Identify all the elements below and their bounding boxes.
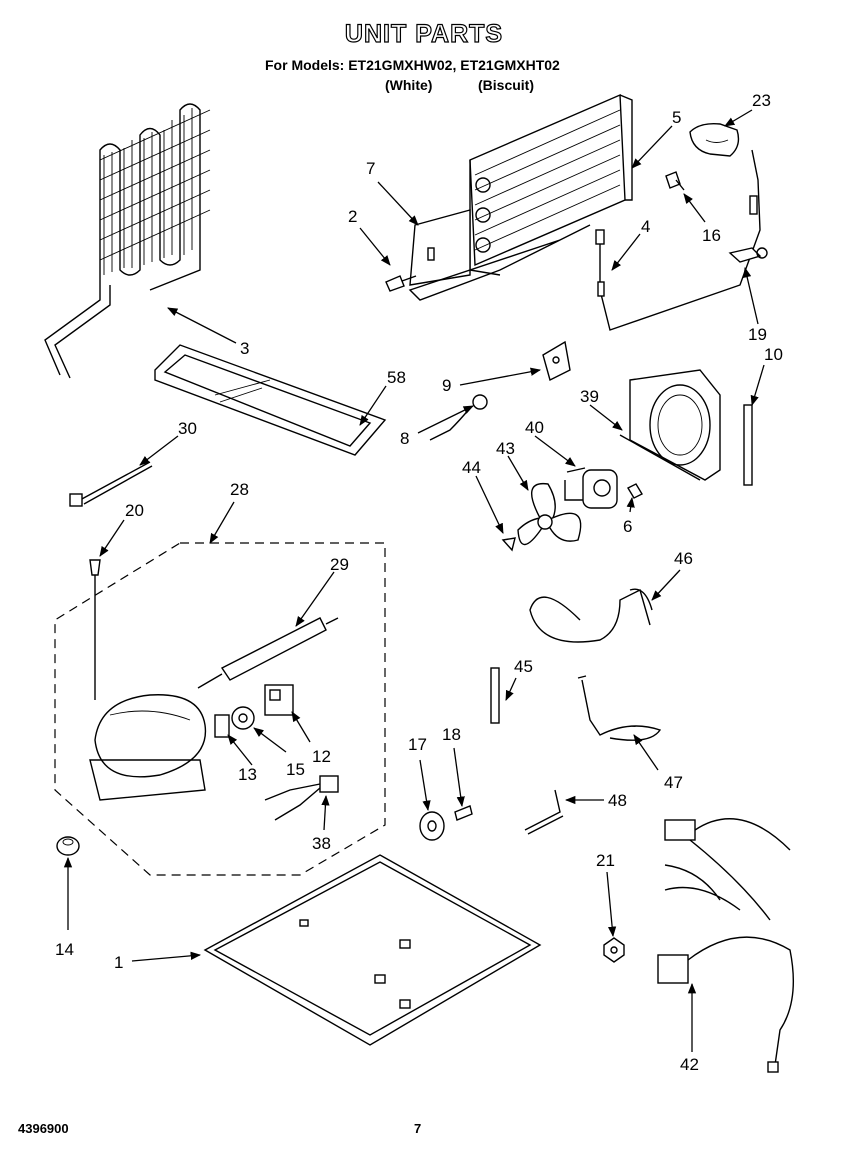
callout-17: 17 bbox=[408, 735, 427, 754]
fan-shroud bbox=[619, 369, 721, 481]
pin-45 bbox=[490, 667, 500, 724]
callout-14: 14 bbox=[55, 940, 74, 959]
callout-42: 42 bbox=[680, 1055, 699, 1074]
callout-16: 16 bbox=[702, 226, 721, 245]
leader-lines bbox=[63, 109, 765, 1052]
compressor bbox=[89, 694, 207, 801]
screw-6 bbox=[627, 483, 643, 499]
heater-wire bbox=[595, 149, 761, 331]
drain-trough bbox=[154, 344, 387, 456]
callout-4: 4 bbox=[641, 217, 650, 236]
callout-1: 1 bbox=[114, 953, 123, 972]
callout-12: 12 bbox=[312, 747, 331, 766]
callout-18: 18 bbox=[442, 725, 461, 744]
fan-motor bbox=[564, 467, 618, 509]
callout-38: 38 bbox=[312, 834, 331, 853]
evaporator bbox=[469, 93, 633, 276]
callout-45: 45 bbox=[514, 657, 533, 676]
variant-white: (White) bbox=[385, 77, 433, 93]
nut-21 bbox=[603, 937, 625, 963]
callout-20: 20 bbox=[125, 501, 144, 520]
callout-15: 15 bbox=[286, 760, 305, 779]
callout-7: 7 bbox=[366, 159, 375, 178]
callout-5: 5 bbox=[672, 108, 681, 127]
variant-biscuit: (Biscuit) bbox=[478, 77, 534, 93]
callout-21: 21 bbox=[596, 851, 615, 870]
grommet-8 bbox=[429, 394, 488, 441]
cover-23 bbox=[689, 122, 740, 157]
base-pan bbox=[203, 854, 542, 1046]
overload-15 bbox=[231, 706, 255, 730]
page-title: UNIT PARTS bbox=[344, 19, 504, 48]
callout-29: 29 bbox=[330, 555, 349, 574]
callout-9: 9 bbox=[442, 376, 451, 395]
dryer-filter bbox=[197, 617, 339, 689]
evaporator-bracket bbox=[408, 209, 591, 301]
cable-tie bbox=[69, 461, 153, 507]
condenser-coil bbox=[44, 103, 211, 379]
bracket-9 bbox=[542, 340, 571, 382]
callout-10: 10 bbox=[764, 345, 783, 364]
relay-12 bbox=[264, 684, 294, 716]
models-line: For Models: ET21GMXHW02, ET21GMXHT02 bbox=[265, 57, 560, 73]
callout-30: 30 bbox=[178, 419, 197, 438]
callout-43: 43 bbox=[496, 439, 515, 458]
strip-10 bbox=[743, 404, 753, 486]
callout-2: 2 bbox=[348, 207, 357, 226]
callout-47: 47 bbox=[664, 773, 683, 792]
tubing-47 bbox=[577, 675, 662, 741]
callout-58: 58 bbox=[387, 368, 406, 387]
callout-6: 6 bbox=[623, 517, 632, 536]
callout-19: 19 bbox=[748, 325, 767, 344]
grommet-14 bbox=[56, 836, 80, 856]
callout-3: 3 bbox=[240, 339, 249, 358]
screw-20 bbox=[89, 559, 101, 700]
callout-28: 28 bbox=[230, 480, 249, 499]
callout-46: 46 bbox=[674, 549, 693, 568]
callout-23: 23 bbox=[752, 91, 771, 110]
wire-harness bbox=[657, 818, 794, 1073]
blade-clip bbox=[501, 537, 516, 552]
callout-13: 13 bbox=[238, 765, 257, 784]
thermistor-clip bbox=[728, 247, 768, 263]
callout-40: 40 bbox=[525, 418, 544, 437]
callout-44: 44 bbox=[462, 458, 481, 477]
clip-13 bbox=[214, 714, 230, 738]
callout-labels: 3 7 2 5 23 16 4 19 10 58 9 8 39 30 40 43… bbox=[55, 91, 783, 1074]
screw-16 bbox=[665, 171, 685, 191]
doc-number: 4396900 bbox=[18, 1121, 69, 1136]
compressor-kit-outline bbox=[54, 542, 386, 876]
tubing-46 bbox=[529, 588, 653, 643]
fan-blade bbox=[517, 482, 582, 546]
bracket-48 bbox=[524, 789, 564, 835]
page-number: 7 bbox=[414, 1121, 422, 1136]
screw-2 bbox=[385, 275, 417, 292]
callout-8: 8 bbox=[400, 429, 409, 448]
harness-38 bbox=[264, 775, 339, 821]
callout-48: 48 bbox=[608, 791, 627, 810]
callout-39: 39 bbox=[580, 387, 599, 406]
axle-18 bbox=[454, 805, 473, 821]
roller-17 bbox=[419, 811, 445, 841]
